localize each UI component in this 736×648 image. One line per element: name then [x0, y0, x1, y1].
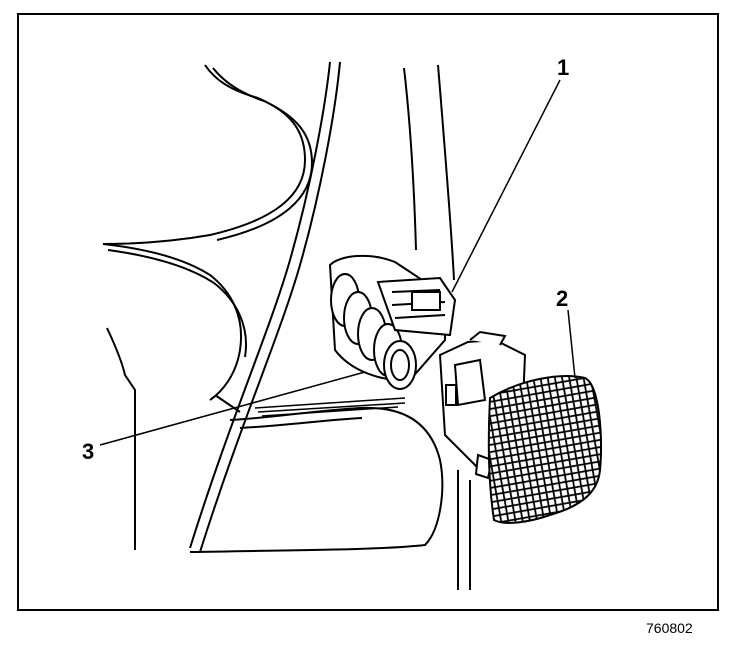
leader-line-3 [99, 371, 366, 446]
trim-panel-outline [102, 61, 471, 590]
callout-1: 1 [557, 55, 570, 80]
figure-frame [17, 13, 719, 611]
leader-line-1 [451, 79, 561, 293]
mesh-grille [487, 375, 603, 524]
harness-connector [328, 254, 457, 390]
leader-line-2 [567, 309, 576, 379]
callout-2: 2 [556, 286, 569, 311]
callout-3: 3 [82, 439, 95, 464]
figure-number: 760802 [646, 620, 693, 636]
retainer-strip [254, 397, 406, 417]
